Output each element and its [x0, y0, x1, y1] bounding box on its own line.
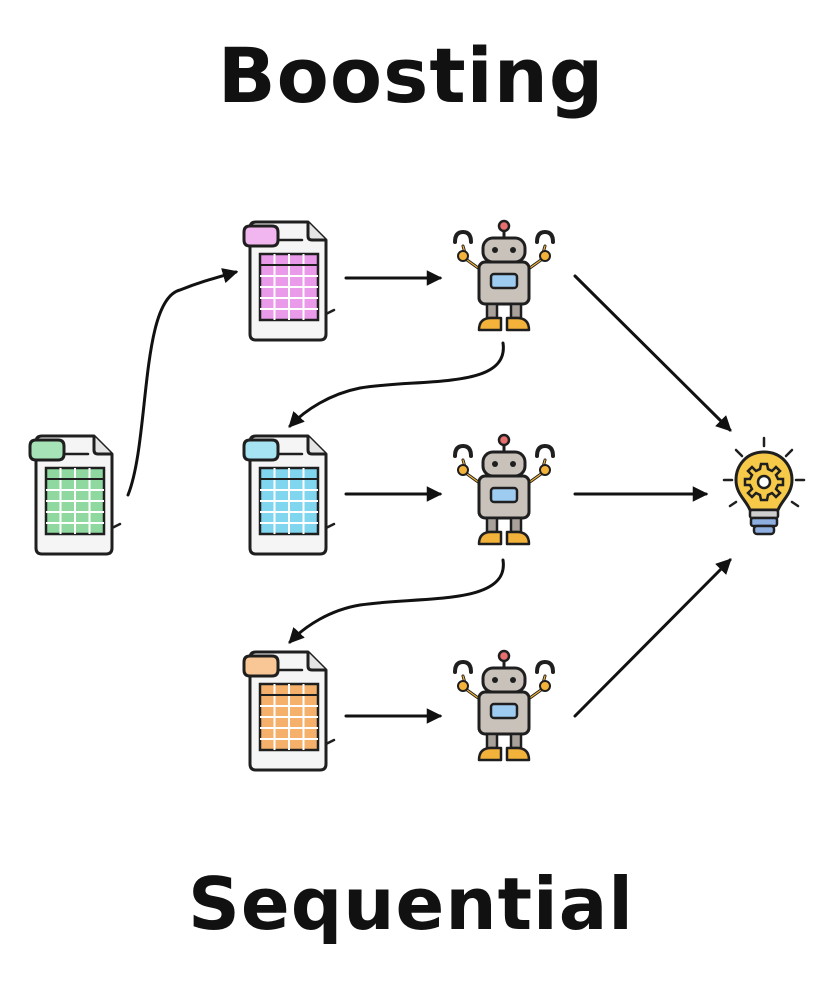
input-dataset-icon [28, 434, 122, 556]
weak-learner-1-robot-icon [453, 219, 555, 332]
diagram-subtitle: Sequential [188, 862, 634, 946]
lightbulb-gear-icon [722, 436, 806, 536]
weak-learner-2-robot-icon [453, 433, 555, 546]
arrow-learner-3-to-output [573, 558, 732, 718]
weak-learner-3-robot-icon [453, 649, 555, 762]
diagram-title: Boosting [217, 31, 605, 120]
arrow-learner-1-to-output [573, 274, 732, 432]
sampled-dataset-3-icon [242, 650, 336, 772]
arrow-learner-2-to-dataset-3 [288, 558, 505, 644]
arrow-input-to-dataset-1 [126, 268, 239, 497]
arrow-learner-1-to-dataset-2 [288, 341, 505, 428]
sampled-dataset-1-icon [242, 220, 336, 342]
sampled-dataset-2-icon [242, 434, 336, 556]
